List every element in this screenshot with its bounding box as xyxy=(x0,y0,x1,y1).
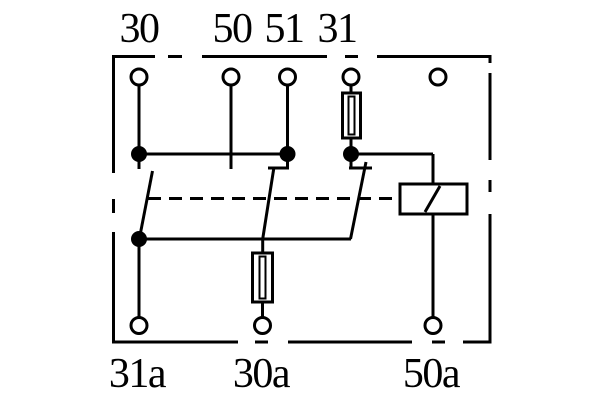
switch-arm-31 xyxy=(349,161,368,240)
terminal-pin-50 xyxy=(221,67,241,87)
junction-dots xyxy=(131,146,359,247)
terminal-pins xyxy=(129,67,448,335)
terminal-pin-30 xyxy=(129,67,149,87)
terminal-label-31a: 31a xyxy=(108,351,167,397)
relay-coil-icon xyxy=(398,182,469,216)
terminal-pin-30a xyxy=(253,316,272,335)
component-border xyxy=(112,55,492,344)
terminal-pin-unlabeled xyxy=(428,67,448,87)
terminal-label-51: 51 xyxy=(264,6,306,52)
terminal-label-31: 31 xyxy=(317,6,359,52)
switch-arms xyxy=(138,161,400,240)
terminal-label-30: 30 xyxy=(119,6,161,52)
fuse-30a-icon xyxy=(251,251,274,304)
terminal-pin-31 xyxy=(341,67,361,87)
wires xyxy=(137,86,435,317)
fuse-31-icon xyxy=(341,91,362,140)
terminal-label-30a: 30a xyxy=(232,351,291,397)
junction-dot-30 xyxy=(131,146,147,162)
terminal-label-50: 50 xyxy=(212,6,254,52)
switch-arm-51-30a xyxy=(261,166,276,240)
junction-dot-31 xyxy=(343,146,359,162)
junction-dot-31a xyxy=(131,231,147,247)
terminal-label-50a: 50a xyxy=(402,351,461,397)
terminal-pin-50a xyxy=(423,316,443,335)
junction-dot-51 xyxy=(279,146,296,162)
terminal-pin-31a xyxy=(129,316,149,335)
switch-arm-30-31a xyxy=(138,170,154,239)
terminal-pin-51 xyxy=(278,67,297,87)
